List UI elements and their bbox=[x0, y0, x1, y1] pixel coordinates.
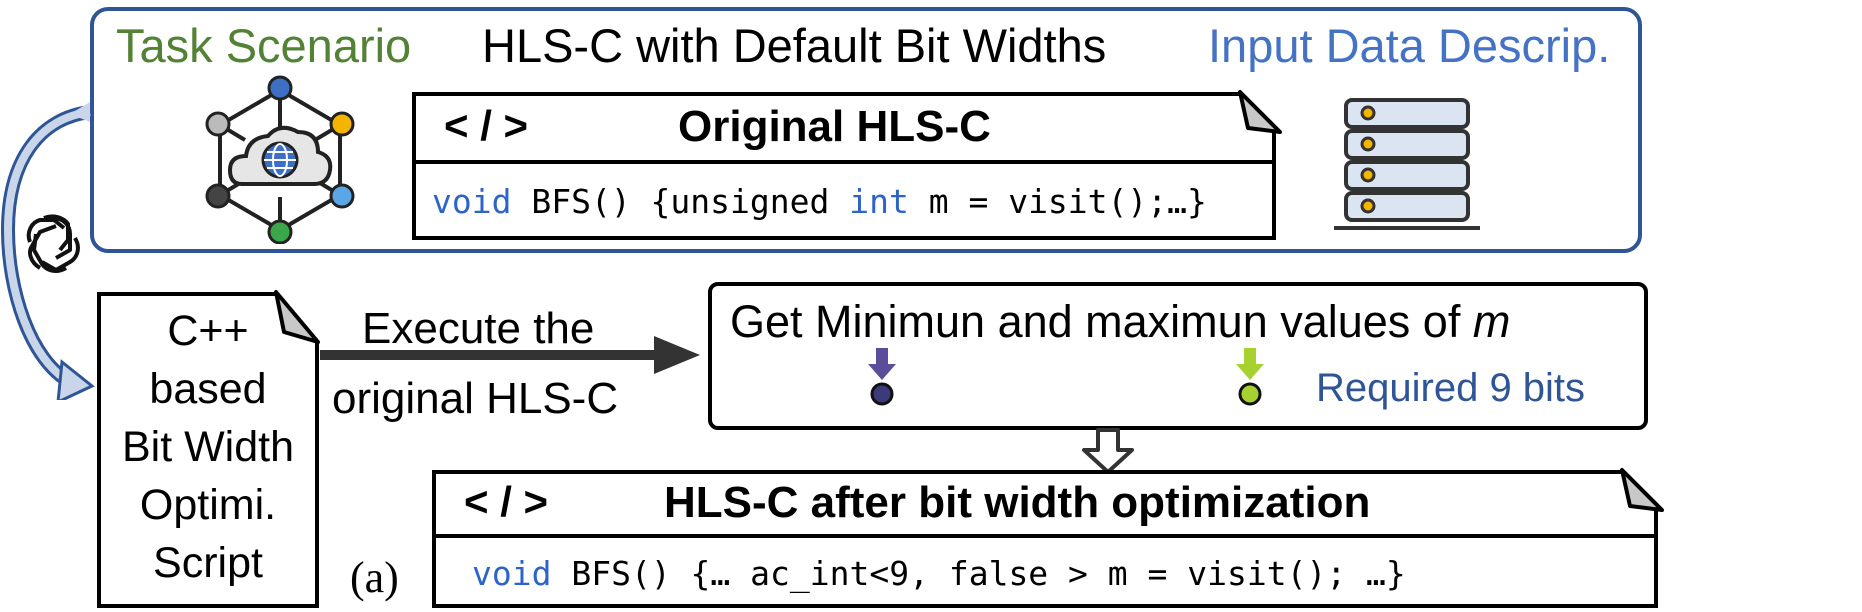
min-value-marker bbox=[870, 382, 894, 406]
hls-default-label: HLS-C with Default Bit Widths bbox=[482, 19, 1107, 72]
chatgpt-logo-icon bbox=[26, 214, 80, 273]
required-bits-label: Required 9 bits bbox=[1316, 366, 1586, 410]
down-hollow-arrow bbox=[1082, 428, 1134, 474]
optimized-hls-doc: < / > HLS-C after bit width optimization… bbox=[432, 470, 1658, 608]
script-folded-corner-icon bbox=[272, 288, 322, 348]
script-line-2: based bbox=[149, 365, 267, 413]
max-value-marker bbox=[1238, 382, 1262, 406]
cloud-network-icon bbox=[205, 75, 355, 244]
execute-arrow bbox=[320, 336, 700, 374]
code-tag-icon: < / > bbox=[464, 478, 549, 525]
folded-corner-icon bbox=[1238, 90, 1282, 134]
input-data-label: Input Data Descrip. bbox=[1208, 19, 1611, 72]
script-line-4: Optimi. bbox=[139, 481, 277, 529]
value-range-bar bbox=[868, 348, 1264, 406]
execute-label-line2: original HLS-C bbox=[332, 374, 619, 423]
minmax-title: Get Minimun and maximun values of m bbox=[730, 296, 1511, 347]
min-arrow-icon bbox=[868, 348, 896, 380]
script-line-3: Bit Width bbox=[121, 423, 295, 471]
doc-divider bbox=[436, 534, 1654, 538]
minmax-panel: Get Minimun and maximun values of m Requ… bbox=[708, 282, 1648, 430]
script-line-5: Script bbox=[153, 539, 263, 587]
original-code-line: void BFS() {unsigned int m = visit();…} bbox=[432, 182, 1207, 221]
code-tag-icon: < / > bbox=[444, 102, 529, 149]
curved-flow-arrow bbox=[0, 102, 95, 400]
server-database-icon bbox=[1334, 98, 1480, 230]
panel-label: (a) bbox=[350, 553, 399, 602]
optimized-code-line: void BFS() {… ac_int<9, false > m = visi… bbox=[472, 554, 1406, 593]
max-arrow-icon bbox=[1236, 348, 1264, 380]
script-line-1: C++ bbox=[167, 307, 249, 355]
doc-divider bbox=[416, 160, 1272, 164]
optimized-folded-corner-icon bbox=[1620, 468, 1664, 512]
task-context-frame bbox=[90, 7, 1642, 253]
original-hls-doc: < / > Original HLS-C void BFS() {unsigne… bbox=[412, 92, 1276, 240]
optimized-hls-title: HLS-C after bit width optimization bbox=[664, 478, 1371, 527]
cpp-script-doc: C++ based Bit Width Optimi. Script bbox=[97, 292, 319, 608]
task-scenario-label: Task Scenario bbox=[116, 19, 412, 72]
original-hls-title: Original HLS-C bbox=[678, 102, 991, 151]
execute-label-line1: Execute the bbox=[362, 304, 595, 353]
